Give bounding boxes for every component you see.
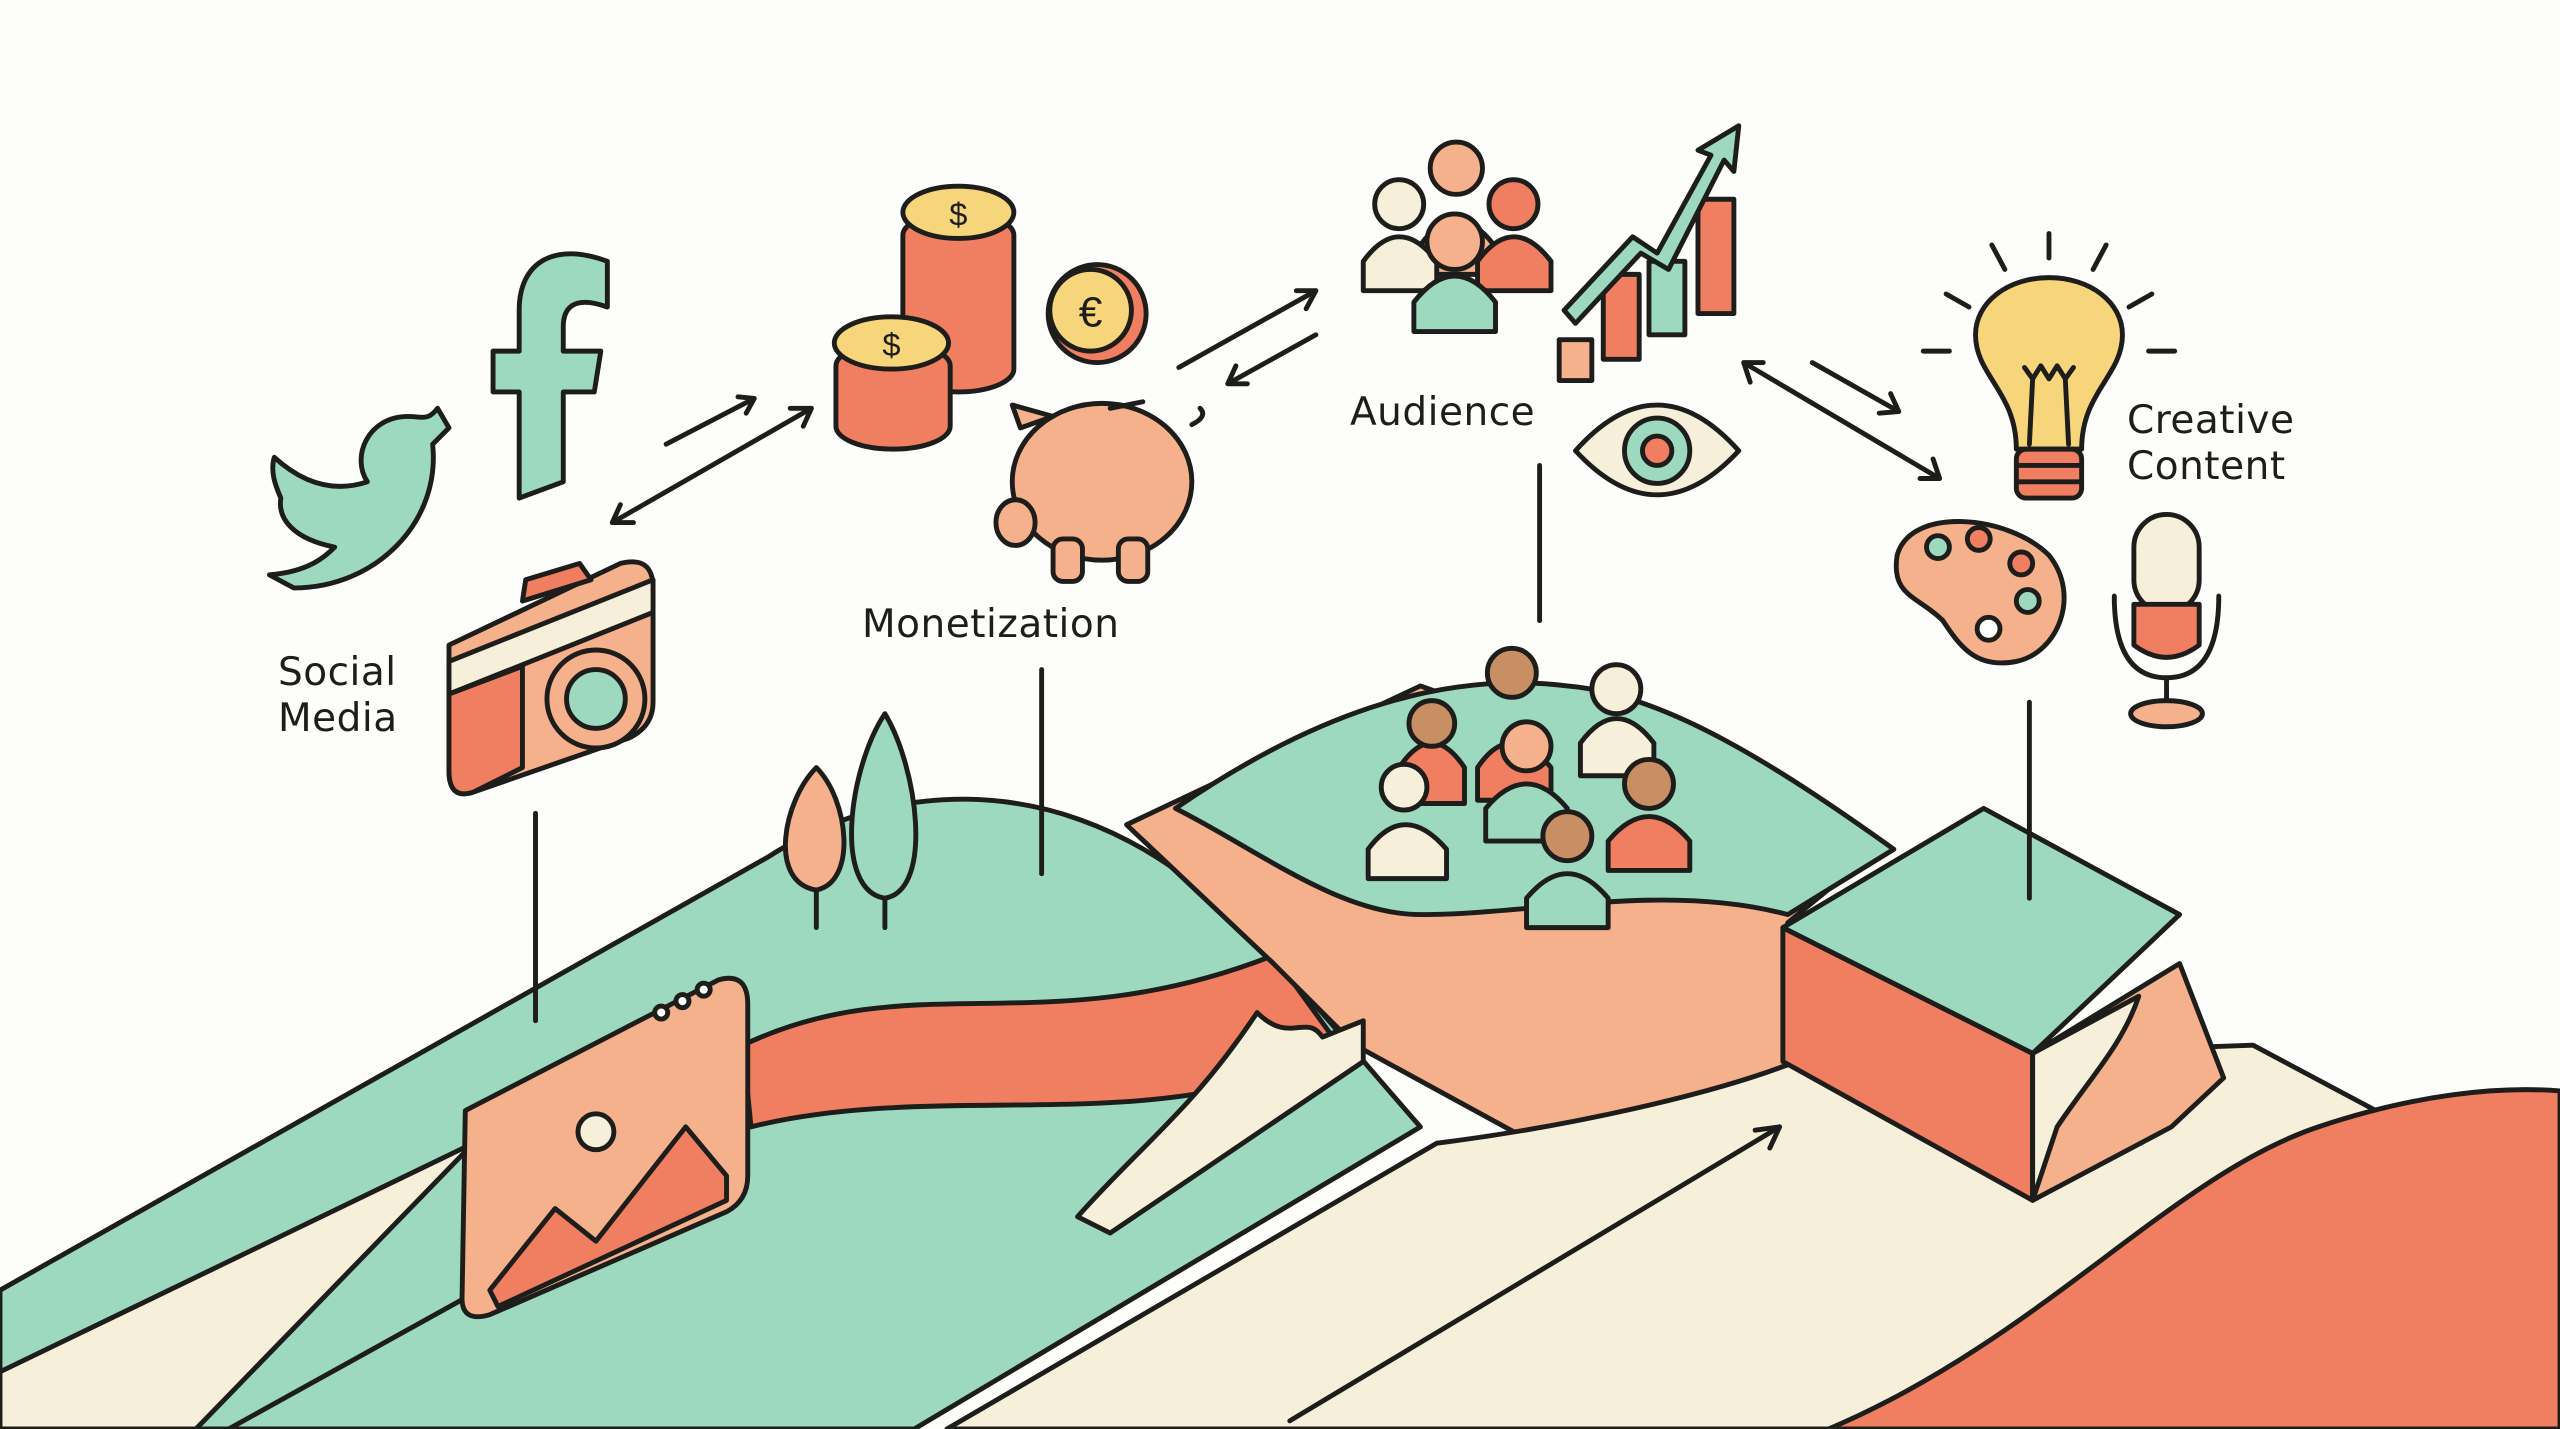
svg-text:€: €: [1079, 289, 1103, 336]
label-audience: Audience: [1350, 390, 1536, 435]
mountain-icon: [1075, 1010, 1366, 1236]
audience-crowd: [1365, 645, 1693, 931]
audience-group-icon: [1360, 139, 1554, 334]
label-content-line2: Content: [2127, 444, 2286, 489]
label-social-media-line1: Social: [278, 650, 397, 695]
path-arrow: [1287, 1124, 1783, 1424]
piggy-bank-icon: [993, 399, 1206, 584]
svg-text:$: $: [949, 195, 967, 232]
microphone-icon: [2111, 511, 2222, 730]
label-creative-line1: Creative: [2127, 398, 2295, 443]
connector-lines: [533, 462, 2032, 1024]
content-block: [1780, 805, 2227, 1203]
coral-hill-right: [1826, 1087, 2560, 1429]
arrow-head: [1752, 1124, 1783, 1151]
svg-text:$: $: [882, 326, 900, 363]
flow-arrows: [609, 288, 1943, 526]
growth-chart-icon: [1556, 123, 1742, 383]
image-frame-icon: [459, 975, 751, 1320]
tree-icon: [783, 711, 919, 931]
eye-icon: [1573, 402, 1742, 498]
coin-stack-icon: $ $: [831, 183, 1017, 452]
label-creative-content: Creative Content: [2127, 398, 2295, 490]
light-bulb-icon: [1920, 231, 2178, 501]
label-social-media-line2: Media: [278, 696, 398, 741]
camera-icon: [446, 559, 656, 797]
label-monetization: Monetization: [862, 602, 1120, 647]
label-social-media: Social Media: [278, 650, 398, 742]
twitter-bird-icon: [266, 405, 452, 591]
facebook-icon: [490, 251, 610, 501]
palette-icon: [1893, 519, 2067, 666]
euro-coin-icon: €: [1045, 262, 1149, 366]
